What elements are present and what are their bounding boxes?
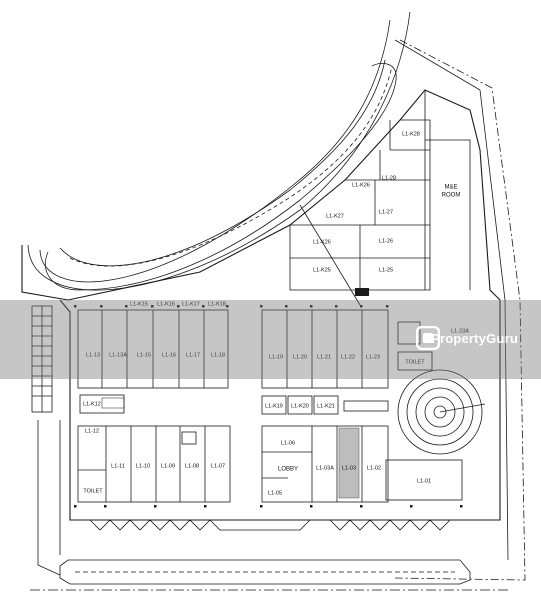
propertyguru-mark-icon (416, 326, 440, 350)
label-03a: L1-03A (316, 465, 334, 471)
label-07: L1-07 (211, 463, 225, 469)
zigzag-frontage-left (89, 519, 211, 531)
label-16: L1-16 (162, 352, 176, 358)
label-k15: L1-K15 (130, 301, 148, 307)
road-island (44, 63, 397, 291)
label-12: L1-12 (85, 428, 99, 434)
label-toilet-left: TOILET (83, 488, 103, 494)
unit-labels: L1-K28 L1-28 L1-K26 L1-K27 L1-27 L1-K26 … (83, 131, 469, 496)
label-20: L1-20 (293, 354, 307, 360)
label-02: L1-02 (367, 465, 381, 471)
label-k20: L1-K20 (291, 403, 309, 409)
label-k19: L1-K19 (265, 403, 283, 409)
label-k28: L1-K28 (402, 131, 420, 137)
label-05: L1-05 (268, 490, 282, 496)
block-k25-k26 (289, 224, 431, 291)
label-06: L1-06 (281, 440, 295, 446)
road-outer-edge (27, 11, 411, 291)
label-21: L1-21 (317, 354, 331, 360)
label-10: L1-10 (136, 463, 150, 469)
label-k26-right: L1-K26 (352, 182, 370, 188)
road-median-outer (59, 59, 386, 267)
label-room: ROOM (442, 193, 461, 199)
label-17: L1-17 (186, 352, 200, 358)
watermark-text: PropertyGuru (431, 330, 518, 346)
bottom-left-block (77, 425, 231, 503)
label-22: L1-22 (341, 354, 355, 360)
label-me: M&E (444, 185, 457, 191)
site-boundary (394, 39, 526, 581)
zigzag-frontage-right (329, 519, 451, 531)
label-25: L1-25 (379, 267, 393, 273)
toilet-room (397, 351, 433, 371)
label-23: L1-23 (366, 354, 380, 360)
left-parking (31, 305, 53, 413)
label-k18: L1-K18 (208, 301, 226, 307)
label-09: L1-09 (161, 463, 175, 469)
label-19: L1-19 (269, 354, 283, 360)
label-k26: L1-K26 (313, 239, 331, 245)
label-k16: L1-K16 (157, 301, 175, 307)
label-toilet-right: TOILET (405, 359, 425, 365)
label-27: L1-27 (379, 209, 393, 215)
label-k27: L1-K27 (326, 213, 344, 219)
label-23a: L1-23A (451, 328, 469, 334)
label-08: L1-08 (185, 463, 199, 469)
label-k12: L1-K12 (83, 401, 101, 407)
road-divider (299, 204, 361, 306)
me-room-walls (424, 90, 471, 290)
label-26: L1-26 (379, 238, 393, 244)
label-11: L1-11 (111, 463, 125, 469)
label-28: L1-28 (382, 175, 396, 181)
structural-columns (74, 288, 463, 508)
label-01: L1-01 (417, 478, 431, 484)
label-03: L1-03 (342, 465, 356, 471)
mid-row-block (261, 309, 389, 389)
bottom-mid-block (261, 425, 389, 503)
road-centre-line (69, 65, 393, 267)
label-15: L1-15 (137, 352, 151, 358)
spiral-ramp (397, 369, 486, 455)
label-k17: L1-K17 (182, 301, 200, 307)
watermark-logo: PropertyGuru (416, 324, 518, 352)
label-k21: L1-K21 (317, 403, 335, 409)
dropoff-road (59, 559, 471, 585)
road-inner-edge (39, 19, 391, 283)
left-wall (37, 420, 61, 576)
label-k25: L1-K25 (313, 267, 331, 273)
label-18: L1-18 (211, 352, 225, 358)
label-lobby: LOBBY (278, 467, 298, 473)
boundary-inner (394, 39, 509, 561)
label-13a: L1-13A (109, 352, 127, 358)
watermark-band (0, 300, 541, 379)
hatched-void (338, 427, 360, 499)
building-outline (21, 89, 501, 521)
label-13: L1-13 (86, 352, 100, 358)
